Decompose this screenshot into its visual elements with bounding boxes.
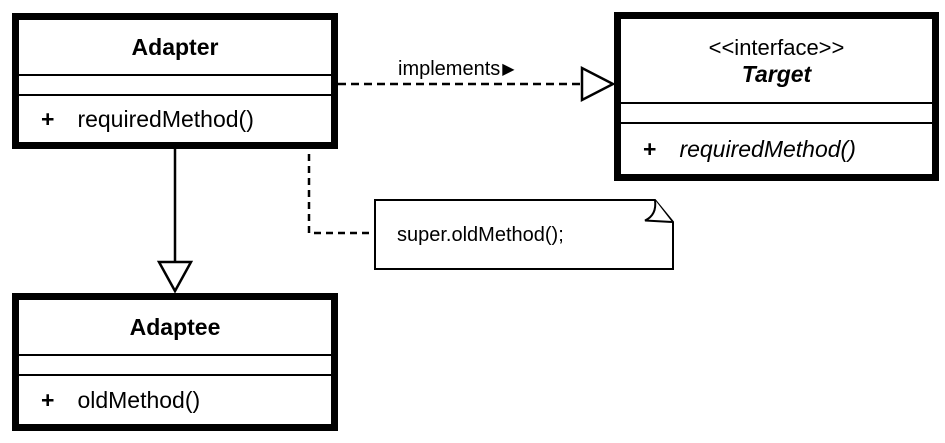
- interface-target-title-compartment: <<interface>> Target: [621, 19, 932, 104]
- visibility-marker: +: [41, 105, 55, 132]
- implements-edge-label: implements ▶: [398, 59, 515, 79]
- method-item: + oldMethod(): [19, 387, 331, 414]
- class-adapter-methods-compartment: + requiredMethod(): [19, 96, 331, 142]
- class-adapter[interactable]: Adapter + requiredMethod(): [12, 13, 338, 149]
- method-signature: requiredMethod(): [77, 105, 254, 132]
- interface-target-attributes-compartment: [621, 104, 932, 124]
- note-text: super.oldMethod();: [397, 224, 564, 246]
- method-item: + requiredMethod(): [621, 136, 932, 163]
- class-adaptee[interactable]: Adaptee + oldMethod(): [12, 293, 338, 431]
- direction-arrow-icon: ▶: [502, 59, 515, 78]
- class-adaptee-methods-compartment: + oldMethod(): [19, 376, 331, 424]
- class-adaptee-attributes-compartment: [19, 356, 331, 376]
- method-signature: oldMethod(): [77, 386, 201, 413]
- implements-arrowhead-icon: [580, 65, 616, 103]
- generalization-arrowhead-icon: [156, 260, 194, 294]
- class-adaptee-title-compartment: Adaptee: [19, 300, 331, 356]
- interface-stereotype: <<interface>>: [708, 34, 845, 60]
- class-adapter-attributes-compartment: [19, 76, 331, 96]
- interface-target[interactable]: <<interface>> Target + requiredMethod(): [614, 12, 939, 181]
- class-adaptee-name: Adaptee: [129, 314, 221, 340]
- visibility-marker: +: [41, 386, 55, 413]
- interface-target-methods-compartment: + requiredMethod(): [621, 124, 932, 174]
- interface-target-name: Target: [741, 60, 812, 87]
- method-item: + requiredMethod(): [19, 106, 331, 133]
- note-shape[interactable]: [374, 199, 674, 270]
- method-signature: requiredMethod(): [679, 135, 856, 162]
- implements-label-text: implements: [398, 58, 501, 80]
- class-adapter-title-compartment: Adapter: [19, 20, 331, 76]
- visibility-marker: +: [643, 135, 657, 162]
- note-fold-icon: [644, 199, 673, 223]
- class-adapter-name: Adapter: [131, 34, 219, 60]
- note-connector-edge[interactable]: [307, 130, 374, 235]
